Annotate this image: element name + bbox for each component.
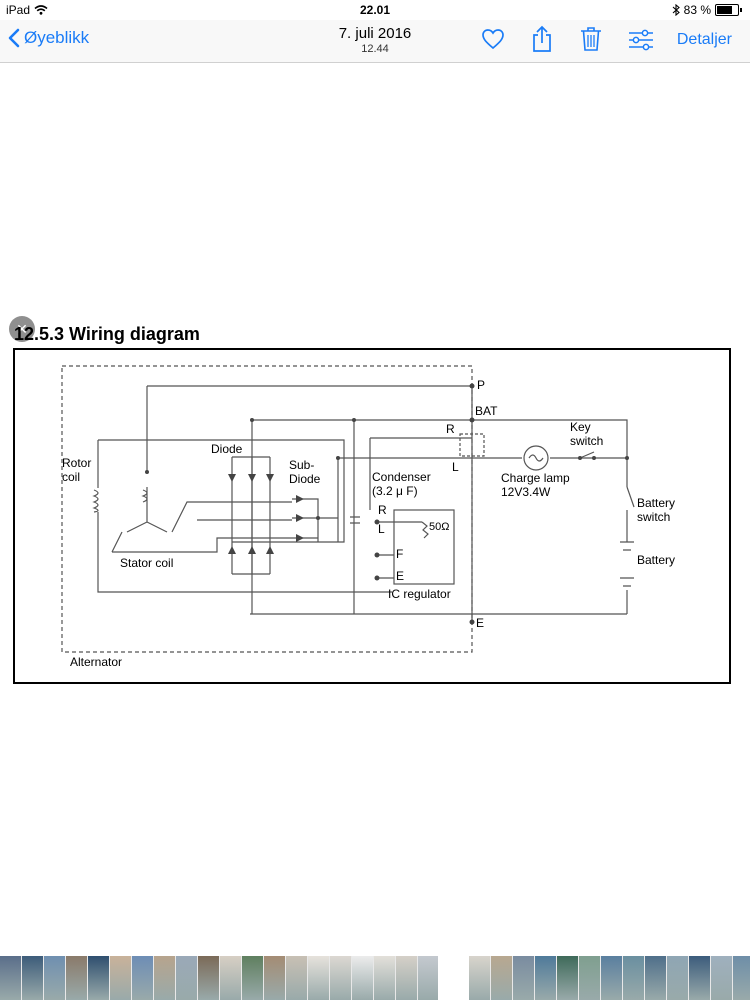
photo-date: 7. juli 2016 bbox=[338, 25, 412, 42]
thumbnail[interactable] bbox=[176, 956, 197, 1000]
thumbnail[interactable] bbox=[374, 956, 395, 1000]
thumbnail[interactable] bbox=[601, 956, 622, 1000]
wiring-diagram-drawing bbox=[61, 365, 635, 653]
thumbnail[interactable] bbox=[286, 956, 307, 1000]
thumbnail[interactable] bbox=[469, 956, 490, 1000]
thumbnail[interactable] bbox=[579, 956, 600, 1000]
nav-title: 7. juli 2016 12.44 bbox=[0, 25, 750, 55]
thumbnail[interactable] bbox=[330, 956, 351, 1000]
thumbnail[interactable] bbox=[535, 956, 556, 1000]
thumbnail[interactable] bbox=[264, 956, 285, 1000]
thumbnail[interactable] bbox=[396, 956, 417, 1000]
favorite-button[interactable] bbox=[481, 28, 505, 55]
thumbnail[interactable] bbox=[44, 956, 65, 1000]
label-condenser: Condenser (3.2 μ F) bbox=[372, 470, 431, 498]
wifi-icon bbox=[34, 5, 48, 15]
nav-bar: Øyeblikk 7. juli 2016 12.44 Detaljer bbox=[0, 20, 750, 63]
thumbnail[interactable] bbox=[66, 956, 87, 1000]
thumbnail[interactable] bbox=[438, 956, 470, 1000]
label-rotor-coil: Rotor coil bbox=[62, 456, 92, 484]
device-name: iPad bbox=[6, 3, 31, 17]
label-bat: BAT bbox=[475, 404, 498, 418]
delete-button[interactable] bbox=[580, 26, 602, 57]
heart-icon bbox=[482, 29, 504, 50]
thumbnail[interactable] bbox=[418, 956, 439, 1000]
thumbnail[interactable] bbox=[557, 956, 578, 1000]
diagram-heading: 12.5.3 Wiring diagram bbox=[14, 324, 200, 344]
thumbnail[interactable] bbox=[689, 956, 710, 1000]
label-r-regulator: R bbox=[378, 503, 387, 517]
label-l-top: L bbox=[452, 460, 459, 474]
thumbnail[interactable] bbox=[308, 956, 329, 1000]
label-alternator: Alternator bbox=[70, 655, 123, 669]
label-l-regulator: L bbox=[378, 522, 385, 536]
thumbnail-strip[interactable] bbox=[0, 956, 750, 1000]
sliders-icon bbox=[629, 29, 653, 51]
photo-time: 12.44 bbox=[361, 43, 389, 55]
bluetooth-icon bbox=[672, 4, 680, 16]
back-button[interactable]: Øyeblikk bbox=[8, 28, 89, 48]
label-stator-coil: Stator coil bbox=[120, 556, 174, 570]
status-right: 83 % bbox=[672, 3, 742, 17]
status-bar: iPad 22.01 83 % bbox=[0, 0, 750, 20]
label-p: P bbox=[477, 378, 486, 392]
chevron-left-icon bbox=[8, 28, 20, 48]
thumbnail[interactable] bbox=[513, 956, 534, 1000]
thumbnail[interactable] bbox=[667, 956, 688, 1000]
label-e-bottom: E bbox=[476, 616, 485, 630]
wiring-diagram: P BAT R L Key switch Rotor coil Diode Su… bbox=[13, 348, 731, 684]
thumbnail[interactable] bbox=[88, 956, 109, 1000]
thumbnail[interactable] bbox=[0, 956, 21, 1000]
thumbnail[interactable] bbox=[198, 956, 219, 1000]
thumbnail[interactable] bbox=[623, 956, 644, 1000]
back-label: Øyeblikk bbox=[24, 28, 90, 47]
label-key-switch: Key switch bbox=[570, 420, 604, 448]
thumbnail[interactable] bbox=[491, 956, 512, 1000]
label-ic-regulator: IC regulator bbox=[388, 587, 451, 601]
label-r-top: R bbox=[446, 422, 455, 436]
thumbnail[interactable] bbox=[645, 956, 666, 1000]
label-battery: Battery bbox=[637, 553, 676, 567]
close-icon[interactable]: ✕ bbox=[9, 316, 35, 342]
thumbnail[interactable] bbox=[711, 956, 732, 1000]
thumbnail[interactable] bbox=[220, 956, 241, 1000]
label-50-ohm: 50Ω bbox=[429, 521, 450, 533]
status-time: 22.01 bbox=[359, 3, 391, 17]
battery-tip bbox=[740, 8, 742, 12]
thumbnail[interactable] bbox=[352, 956, 373, 1000]
thumbnail[interactable] bbox=[22, 956, 43, 1000]
label-e-regulator: E bbox=[396, 569, 405, 583]
thumbnail[interactable] bbox=[154, 956, 175, 1000]
label-sub-diode: Sub- Diode bbox=[289, 458, 321, 486]
edit-button[interactable] bbox=[628, 29, 654, 56]
trash-icon bbox=[581, 27, 601, 51]
label-charge-lamp: Charge lamp 12V3.4W bbox=[501, 471, 570, 499]
label-diode: Diode bbox=[211, 442, 243, 456]
label-battery-switch: Battery switch bbox=[637, 496, 676, 524]
thumbnail[interactable] bbox=[132, 956, 153, 1000]
share-icon bbox=[533, 25, 551, 52]
thumbnail[interactable] bbox=[733, 956, 750, 1000]
thumbnail[interactable] bbox=[110, 956, 131, 1000]
details-button[interactable]: Detaljer bbox=[676, 31, 732, 48]
status-left: iPad bbox=[6, 3, 48, 17]
battery-icon bbox=[715, 4, 739, 16]
thumbnail[interactable] bbox=[242, 956, 263, 1000]
label-f: F bbox=[396, 547, 404, 561]
battery-percent: 83 % bbox=[683, 3, 711, 17]
share-button[interactable] bbox=[531, 25, 553, 58]
